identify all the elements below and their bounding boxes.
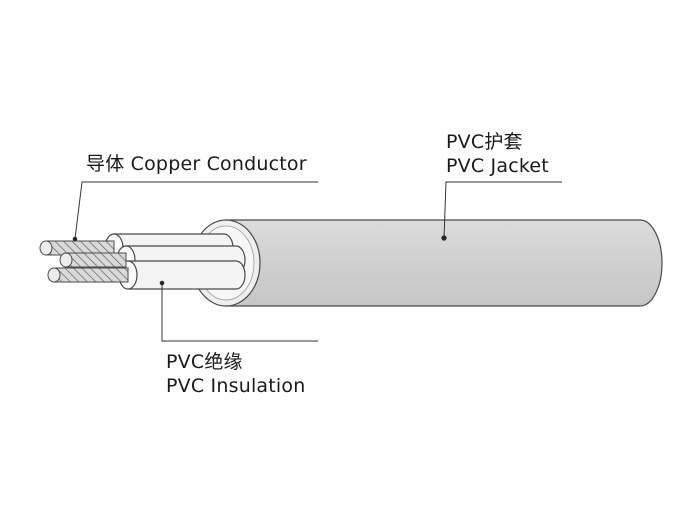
jacket-label: PVC护套 PVC Jacket (446, 130, 549, 178)
jacket-label-en: PVC Jacket (446, 155, 549, 177)
pvc-jacket (191, 219, 663, 307)
copper-conductor-middle (59, 252, 127, 268)
copper-conductor-bottom (47, 267, 129, 283)
jacket-label-cn: PVC护套 (446, 131, 523, 153)
insulation-label-cn: PVC绝缘 (166, 351, 243, 373)
conductor-label: 导体 Copper Conductor (86, 153, 307, 175)
leader-insulation (159, 280, 318, 342)
insulation-label-en: PVC Insulation (166, 375, 306, 397)
leader-jacket (441, 181, 562, 241)
insulated-core-bottom (118, 260, 246, 290)
copper-conductor-top (39, 240, 115, 256)
leader-conductor (72, 181, 318, 242)
insulation-label: PVC绝缘 PVC Insulation (166, 350, 305, 398)
